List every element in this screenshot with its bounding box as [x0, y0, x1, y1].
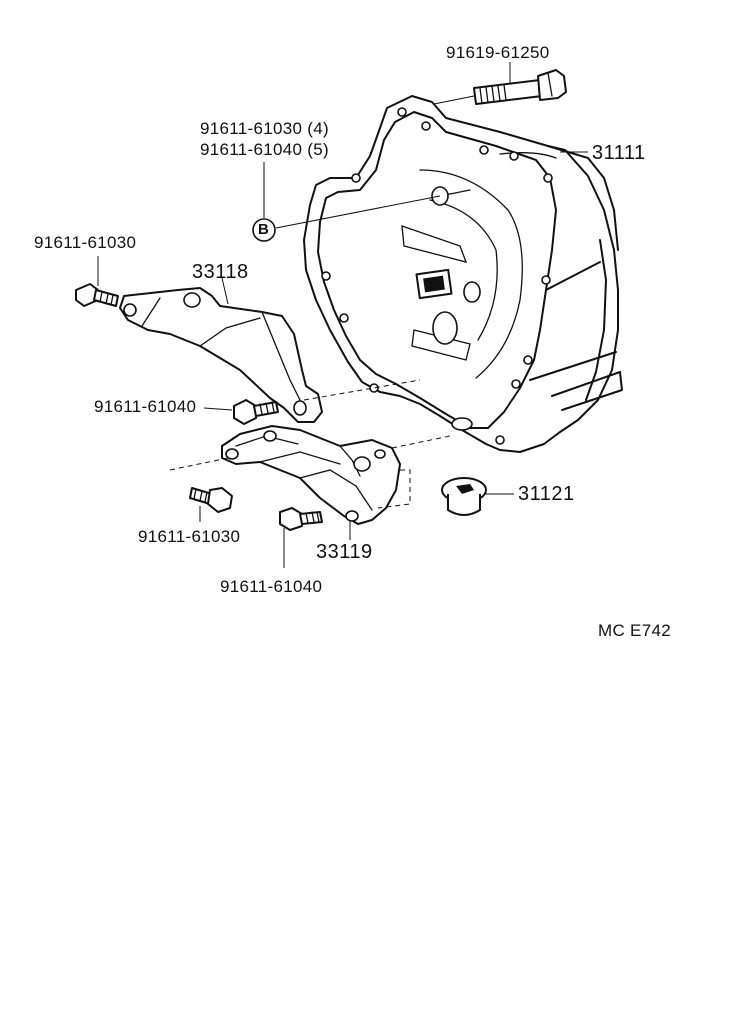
label-ref-b-marker: B: [258, 221, 269, 238]
label-top-bolt: 91619-61250: [446, 43, 550, 62]
bolt-upper-left: [75, 283, 119, 307]
label-bracket-upper-bolt: 91611-61030: [34, 233, 137, 252]
label-plug: 31121: [518, 483, 575, 505]
bolt-lower-right: [279, 507, 323, 531]
label-reference-code: MC E742: [598, 621, 671, 640]
label-lower-left-bolt: 91611-61030: [138, 527, 241, 546]
leader-lines: [97, 62, 588, 568]
bracket-33119: [221, 425, 401, 525]
bolt-lower-left: [189, 487, 233, 513]
reference-marker-b: [252, 218, 276, 242]
label-bracket-side-bolt: 91611-61040: [94, 397, 197, 416]
plug-31121: [441, 477, 487, 516]
bolt-bracket-side: [233, 399, 279, 425]
label-bellhousing: 31111: [592, 142, 646, 164]
bolt-91619-61250: [473, 69, 567, 105]
label-ref-b-line2: 91611-61040 (5): [200, 140, 329, 159]
label-ref-b-line1: 91611-61030 (4): [200, 119, 329, 138]
bracket-33118: [119, 287, 323, 423]
label-lower-right-bolt: 91611-61040: [220, 577, 323, 596]
label-upper-bracket: 33118: [192, 261, 249, 283]
label-lower-bracket: 33119: [316, 541, 373, 563]
bellhousing-31111: [303, 95, 623, 453]
